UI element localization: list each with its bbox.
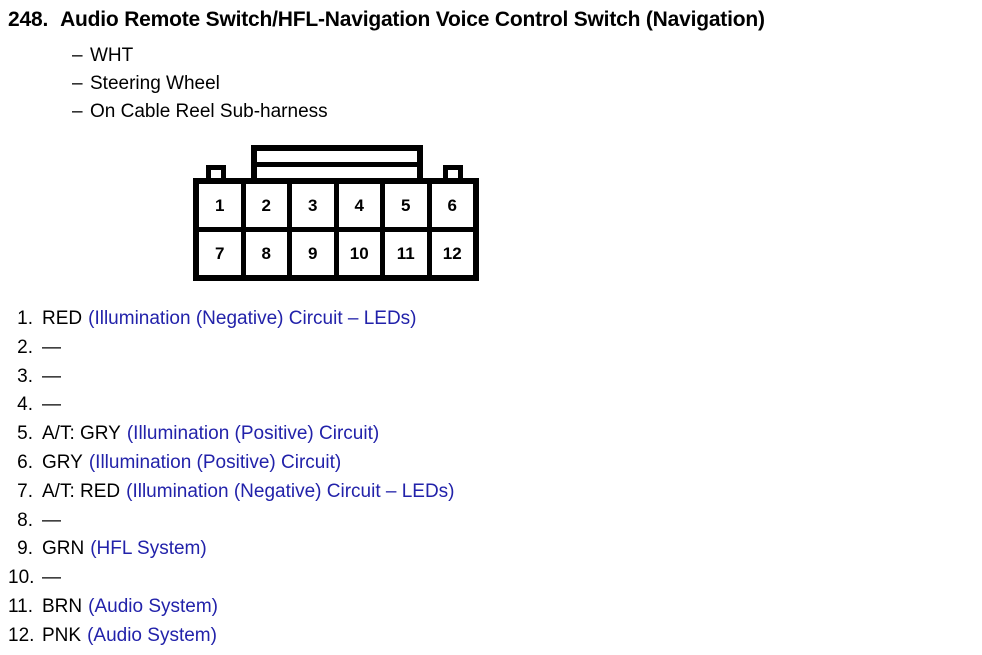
pin-number: 6. (17, 451, 33, 473)
pin-assignment-row: 8. — (8, 507, 708, 536)
pin-number: 8. (17, 509, 33, 531)
pin-wire-color: — (42, 365, 61, 387)
pin-wire-color: RED (42, 308, 83, 329)
dash-icon: – (72, 73, 83, 94)
connector-attribute-label: On Cable Reel Sub-harness (90, 101, 328, 122)
page-title-number: 248. (8, 8, 49, 31)
pin-assignment-row: 10. — (8, 564, 708, 593)
connector-attribute-row: –On Cable Reel Sub-harness (72, 98, 772, 126)
pin-number: 4. (17, 394, 33, 416)
pin-wire-color: A/T: RED (42, 480, 121, 502)
connector-pin-cell: 7 (199, 232, 246, 275)
connector-pin-cell: 11 (385, 232, 432, 275)
pin-assignment-row: 9. GRN(HFL System) (8, 535, 708, 564)
connector-pin-cell: 5 (385, 184, 432, 227)
pin-number: 11. (8, 595, 34, 617)
pin-number: 10. (8, 567, 35, 589)
pin-circuit-description: (Illumination (Positive) Circuit) (126, 423, 380, 445)
pin-assignment-row: 11. BRN(Audio System) (8, 593, 708, 622)
pin-assignment-row: 7. A/T: RED(Illumination (Negative) Circu… (8, 478, 708, 507)
pin-circuit-description: (Illumination (Positive) Circuit) (88, 451, 342, 473)
pin-wire-color: — (42, 567, 61, 589)
connector-pin-cell: 3 (292, 184, 339, 227)
dash-icon: – (72, 45, 83, 66)
pin-number: 1. (17, 308, 33, 329)
connector-pin-cell: 2 (246, 184, 292, 227)
pin-circuit-description: (Audio System) (88, 595, 218, 617)
pin-assignment-row: 1. RED(Illumination (Negative) Circuit – … (8, 305, 708, 334)
connector-attribute-label: Steering Wheel (90, 73, 220, 94)
pin-assignment-row: 6. GRY(Illumination (Positive) Circuit) (8, 449, 708, 478)
connector-attributes-list: –WHT–Steering Wheel–On Cable Reel Sub-ha… (72, 42, 772, 126)
pin-number: 12. (8, 624, 35, 646)
pin-number: 3. (17, 365, 33, 387)
pin-circuit-description: (HFL System) (90, 538, 207, 560)
connector-pin-cell: 4 (339, 184, 385, 227)
pin-assignment-row: 4. — (8, 391, 708, 420)
connector-pin-cell: 8 (246, 232, 292, 275)
pin-circuit-description: (Illumination (Negative) Circuit – LEDs) (88, 308, 417, 329)
pin-wire-color: BRN (42, 595, 83, 617)
pin-wire-color: A/T: GRY (42, 423, 121, 445)
connector-pin-cell: 1 (199, 184, 246, 227)
pin-wire-color: PNK (42, 624, 82, 646)
pin-wire-color: — (42, 336, 61, 358)
connector-top-tab (251, 145, 423, 182)
dash-icon: – (72, 101, 83, 122)
connector-pin-cell: 10 (339, 232, 385, 275)
pin-assignment-row: 3. — (8, 363, 708, 392)
pin-number: 2. (17, 336, 33, 358)
pin-number: 7. (17, 480, 33, 502)
pin-assignment-row: 12. PNK(Audio System) (8, 622, 708, 651)
pin-wire-color: — (42, 394, 61, 416)
connector-pin-cell: 9 (292, 232, 339, 275)
connector-top-tab-rule (257, 162, 417, 167)
pin-circuit-description: (Illumination (Negative) Circuit – LEDs) (126, 480, 455, 502)
connector-attribute-label: WHT (90, 45, 134, 66)
pin-wire-color: — (42, 509, 61, 531)
connector-notch-left (206, 165, 226, 182)
connector-attribute-row: –WHT (72, 42, 772, 70)
page-title: 248. Audio Remote Switch/HFL-Navigation … (8, 8, 982, 32)
pin-assignment-row: 5. A/T: GRY(Illumination (Positive) Circu… (8, 420, 708, 449)
connector-pin-cell: 12 (442, 243, 462, 263)
pin-assignment-row: 2. — (8, 334, 708, 363)
pin-wire-color: GRY (42, 451, 83, 473)
pin-number: 5. (17, 423, 33, 445)
connector-pin-cell: 6 (447, 195, 457, 215)
pin-assignment-list: 1.RED(Illumination (Negative) Circuit – … (8, 305, 708, 651)
pin-circuit-description: (Audio System) (87, 624, 217, 646)
pin-wire-color: GRN (42, 538, 85, 560)
connector-attribute-row: –Steering Wheel (72, 70, 772, 98)
pin-number: 9. (17, 538, 33, 560)
page-title-text: Audio Remote Switch/HFL-Navigation Voice… (60, 8, 765, 31)
connector-notch-right (443, 165, 463, 182)
